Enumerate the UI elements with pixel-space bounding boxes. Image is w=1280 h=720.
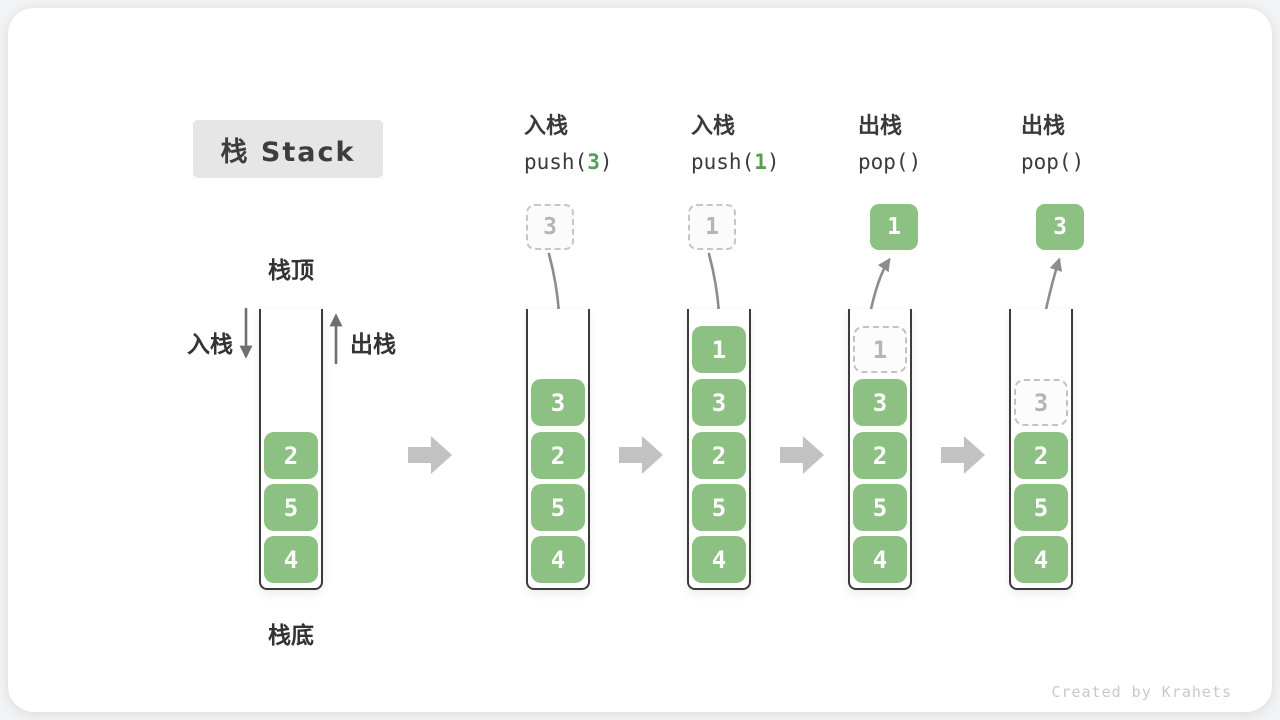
stack-initial: 2 5 4 bbox=[259, 309, 323, 590]
push-side-label: 入栈 bbox=[187, 332, 233, 358]
operation-code: push(3) bbox=[524, 148, 613, 176]
code-text: ) bbox=[1071, 150, 1085, 174]
transition-arrow-icon bbox=[941, 436, 985, 474]
operation-header-push-1: 入栈 push(1) bbox=[691, 113, 780, 176]
code-arg: 3 bbox=[587, 150, 600, 174]
pop-side-label: 出栈 bbox=[350, 332, 396, 358]
operation-label: 入栈 bbox=[691, 114, 736, 139]
transition-arrow-icon bbox=[408, 436, 452, 474]
pushed-value-box: 3 bbox=[526, 204, 574, 250]
code-text: ) bbox=[599, 150, 613, 174]
push-direction-arrow-icon bbox=[239, 307, 253, 359]
stack-item: 5 bbox=[853, 484, 907, 531]
pushed-value-box: 1 bbox=[688, 204, 736, 250]
watermark: Created by Krahets bbox=[1051, 683, 1232, 701]
code-text: push( bbox=[524, 150, 588, 174]
stack-item: 2 bbox=[1014, 432, 1068, 479]
stack-item: 3 bbox=[531, 379, 585, 426]
transition-arrow-icon bbox=[619, 436, 663, 474]
transition-arrow-icon bbox=[780, 436, 824, 474]
code-text: ) bbox=[766, 150, 780, 174]
operation-code: pop() bbox=[858, 148, 921, 176]
stack-after-push-3: 3 2 5 4 bbox=[526, 309, 590, 590]
popped-value-box: 3 bbox=[1036, 204, 1084, 250]
stack-item: 2 bbox=[264, 432, 318, 479]
operation-header-pop-1: 出栈 pop() bbox=[858, 113, 921, 176]
stack-item: 4 bbox=[531, 536, 585, 583]
stack-after-pop-1: 1 3 2 5 4 bbox=[848, 309, 912, 590]
stack-item: 4 bbox=[853, 536, 907, 583]
pop-direction-arrow-icon bbox=[329, 313, 343, 365]
operation-code: pop() bbox=[1021, 148, 1084, 176]
stack-ghost-item: 3 bbox=[1014, 379, 1068, 426]
pop-arrow-icon bbox=[868, 257, 891, 316]
stack-item: 5 bbox=[692, 484, 746, 531]
stack-after-pop-2: 3 2 5 4 bbox=[1009, 309, 1073, 590]
code-arg: 1 bbox=[754, 150, 767, 174]
operation-label: 出栈 bbox=[1021, 114, 1066, 139]
stack-item: 5 bbox=[264, 484, 318, 531]
popped-value-box: 1 bbox=[870, 204, 918, 250]
code-text: push( bbox=[691, 150, 755, 174]
stack-item: 2 bbox=[531, 432, 585, 479]
diagram-title: 栈 Stack bbox=[193, 120, 383, 178]
code-text: pop( bbox=[858, 150, 909, 174]
stack-item: 1 bbox=[692, 326, 746, 373]
stack-item: 3 bbox=[692, 379, 746, 426]
stack-item: 4 bbox=[692, 536, 746, 583]
code-text: ) bbox=[908, 150, 922, 174]
stack-ghost-item: 1 bbox=[853, 326, 907, 373]
stack-item: 2 bbox=[692, 432, 746, 479]
operation-header-push-3: 入栈 push(3) bbox=[524, 113, 613, 176]
operation-header-pop-2: 出栈 pop() bbox=[1021, 113, 1084, 176]
stack-item: 4 bbox=[1014, 536, 1068, 583]
diagram-card: 栈 Stack 入栈 push(3) 入栈 push(1) 出栈 pop() 出… bbox=[8, 8, 1272, 712]
stack-item: 3 bbox=[853, 379, 907, 426]
stack-item: 4 bbox=[264, 536, 318, 583]
operation-code: push(1) bbox=[691, 148, 780, 176]
stack-after-push-1: 1 3 2 5 4 bbox=[687, 309, 751, 590]
stack-item: 5 bbox=[531, 484, 585, 531]
stack-item: 2 bbox=[853, 432, 907, 479]
stack-item: 5 bbox=[1014, 484, 1068, 531]
stack-top-label: 栈顶 bbox=[268, 258, 314, 284]
operation-label: 入栈 bbox=[524, 114, 569, 139]
code-text: pop( bbox=[1021, 150, 1072, 174]
stack-bottom-label: 栈底 bbox=[268, 623, 314, 649]
operation-label: 出栈 bbox=[858, 114, 903, 139]
